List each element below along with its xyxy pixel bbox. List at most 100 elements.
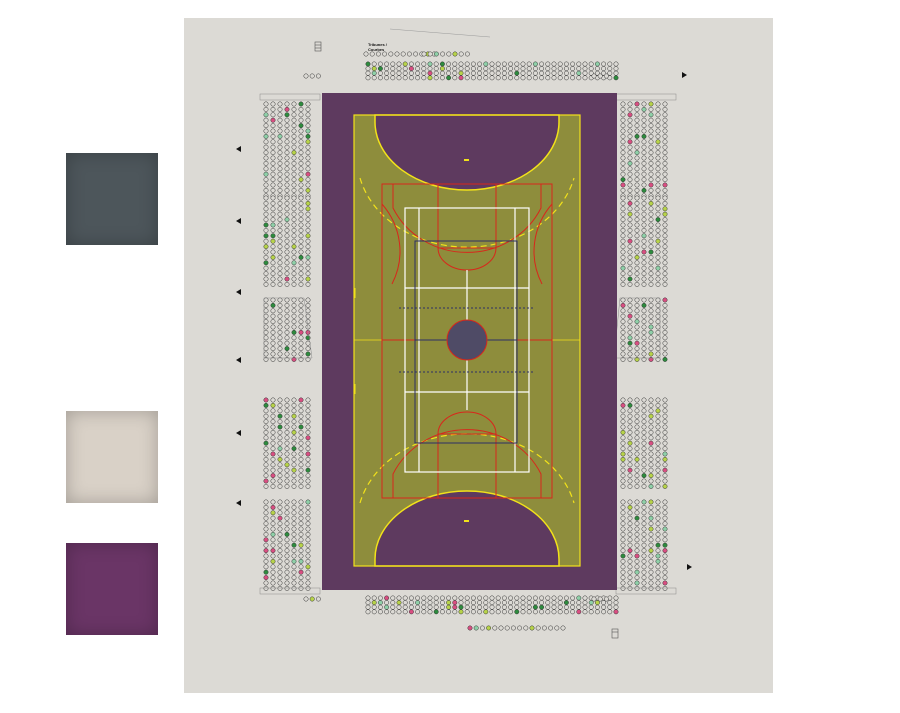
seat (620, 504, 626, 510)
seat (305, 440, 311, 446)
seat (641, 478, 647, 484)
seat (277, 233, 283, 239)
seat (655, 548, 661, 554)
seat (277, 419, 283, 425)
seat (620, 351, 626, 357)
seat (270, 575, 276, 581)
seat (365, 75, 371, 81)
seat (648, 139, 654, 145)
seat (270, 402, 276, 408)
seat (305, 319, 311, 325)
seat (655, 521, 661, 527)
seat (270, 408, 276, 414)
seat (263, 308, 269, 314)
seat (263, 276, 269, 282)
seat (415, 600, 421, 606)
seat (263, 260, 269, 266)
seat (634, 106, 640, 112)
seat (483, 75, 489, 81)
seat (303, 73, 309, 79)
seat (291, 211, 297, 217)
seat (305, 281, 311, 287)
seat (634, 548, 640, 554)
seat (270, 558, 276, 564)
seat (532, 75, 538, 81)
seat (291, 413, 297, 419)
handball-area-bottom (374, 490, 560, 567)
seat (270, 265, 276, 271)
seat (291, 478, 297, 484)
seat (277, 123, 283, 129)
seat (526, 600, 532, 606)
seat (305, 233, 311, 239)
seat (655, 206, 661, 212)
seat (277, 548, 283, 554)
seat (305, 106, 311, 112)
seat (634, 308, 640, 314)
seat (526, 75, 532, 81)
seat (277, 564, 283, 570)
seat (291, 117, 297, 123)
seat (662, 424, 668, 430)
seat (284, 499, 290, 505)
plan-title: Tribunes / Courbes (368, 42, 387, 52)
seat (641, 101, 647, 107)
seat (284, 171, 290, 177)
seat (270, 413, 276, 419)
seat (277, 413, 283, 419)
seat (270, 397, 276, 403)
seat (477, 66, 483, 72)
seat (427, 609, 433, 615)
seat (655, 585, 661, 591)
seat (655, 233, 661, 239)
swatch-purple (66, 543, 158, 635)
seat (655, 117, 661, 123)
seat (641, 413, 647, 419)
seat (641, 128, 647, 134)
seat (464, 600, 470, 606)
seat (508, 75, 514, 81)
seat (270, 187, 276, 193)
seat (284, 526, 290, 532)
seat (539, 75, 545, 81)
seat (305, 166, 311, 172)
seat (620, 308, 626, 314)
seat (458, 604, 464, 610)
seat (613, 70, 619, 76)
seat (483, 609, 489, 615)
seat (464, 61, 470, 67)
seat (634, 324, 640, 330)
seat (291, 238, 297, 244)
seat (394, 51, 400, 57)
seat (270, 319, 276, 325)
seat (620, 499, 626, 505)
seat (655, 440, 661, 446)
seat (298, 397, 304, 403)
seat (284, 281, 290, 287)
seat (495, 75, 501, 81)
seat (270, 155, 276, 161)
seat (477, 595, 483, 601)
seat (662, 510, 668, 516)
seat (620, 467, 626, 473)
seat (390, 75, 396, 81)
seat (662, 483, 668, 489)
seat (291, 473, 297, 479)
seat (627, 324, 633, 330)
seat (277, 265, 283, 271)
seat (620, 553, 626, 559)
seat (613, 61, 619, 67)
seat (655, 308, 661, 314)
seat (655, 451, 661, 457)
seat (634, 112, 640, 118)
seat (648, 238, 654, 244)
seat (277, 402, 283, 408)
seat (662, 356, 668, 362)
seat (458, 66, 464, 72)
seat (508, 66, 514, 72)
seat (627, 424, 633, 430)
seat (305, 211, 311, 217)
seat (662, 521, 668, 527)
seat (620, 521, 626, 527)
seat (641, 504, 647, 510)
